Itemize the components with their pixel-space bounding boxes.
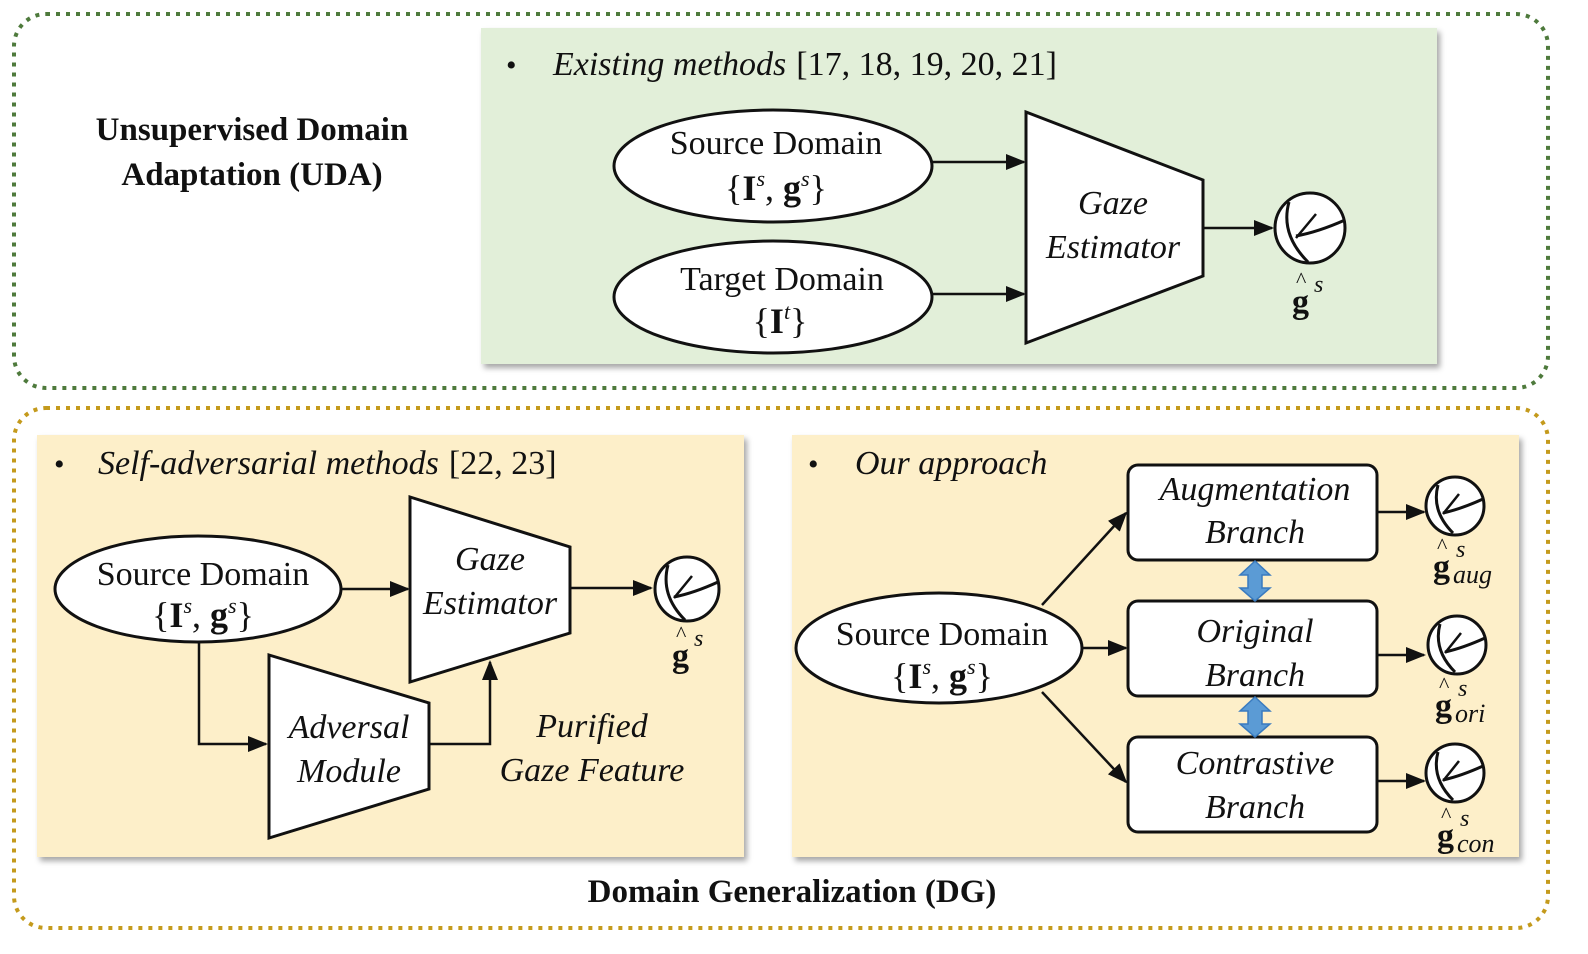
ours-aug-gaze-globe-icon: [1424, 475, 1486, 537]
ours-output-ori-label: g ^ s ori: [1435, 672, 1485, 728]
dg-title: Domain Generalization (DG): [588, 874, 997, 910]
self-adv-source-set: {Is, gs}: [152, 593, 254, 635]
self-adv-arrow-source-to-adversal: [197, 642, 268, 752]
svg-text:con: con: [1457, 829, 1495, 858]
svg-text:s: s: [1456, 537, 1465, 563]
self-adv-estimator-line2: Estimator: [422, 585, 558, 622]
svg-text:g: g: [1437, 818, 1454, 855]
uda-source-set: {Is, gs}: [725, 166, 827, 208]
ours-branch-augmentation: Augmentation Branch: [1126, 463, 1379, 562]
branch-augmentation-line2: Branch: [1205, 514, 1305, 551]
branch-contrastive-line2: Branch: [1205, 789, 1305, 826]
ours-output-con-label: g ^ s con: [1437, 802, 1495, 858]
ours-ori-gaze-globe-icon: [1426, 614, 1488, 676]
self-adv-gaze-estimator-node: [408, 494, 572, 685]
dg-frame: [12, 406, 1550, 930]
ours-arrow-to-contrastive: [1041, 691, 1128, 784]
ours-heading: Our approach: [855, 445, 1047, 482]
self-adv-adversal-line1: Adversal: [287, 709, 410, 746]
uda-output-label: g ^ s: [1292, 267, 1323, 321]
svg-text:^: ^: [676, 621, 687, 646]
svg-text:^: ^: [1439, 672, 1450, 697]
ours-source-label: Source Domain: [836, 616, 1048, 653]
uda-target-domain-label: Target Domain: [680, 261, 884, 298]
svg-text:g: g: [1433, 549, 1450, 586]
uda-heading-refs: [17, 18, 19, 20, 21]: [796, 46, 1057, 83]
ours-output-aug-label: g ^ s aug: [1433, 533, 1492, 589]
uda-target-domain-node: [612, 239, 934, 355]
svg-text:s: s: [694, 626, 703, 652]
self-adv-estimator-line1: Gaze: [455, 541, 525, 578]
uda-heading-italic: Existing methods: [552, 46, 786, 83]
ours-double-arrow-aug-ori: [1237, 559, 1273, 602]
uda-source-domain-node: [612, 108, 934, 224]
uda-gaze-estimator-node: [1024, 109, 1205, 346]
ours-con-gaze-globe-icon: [1424, 742, 1486, 804]
svg-text:ori: ori: [1455, 699, 1485, 728]
self-adv-heading-italic: Self-adversarial methods: [98, 445, 439, 482]
ours-bullet: •: [808, 448, 819, 481]
uda-title-line1: Unsupervised Domain: [96, 112, 409, 148]
uda-heading: Existing methods [17, 18, 19, 20, 21]: [552, 46, 1057, 83]
uda-gaze-globe-icon: [1273, 191, 1347, 265]
uda-source-domain-label: Source Domain: [670, 125, 882, 162]
self-adv-arrow-adversal-to-estimator: [429, 660, 498, 746]
svg-text:s: s: [1458, 676, 1467, 702]
self-adv-purified-line1: Purified: [535, 708, 648, 745]
svg-text:s: s: [1460, 806, 1469, 832]
svg-text:g: g: [1292, 284, 1309, 321]
branch-contrastive-line1: Contrastive: [1176, 745, 1335, 782]
ours-arrow-to-augmentation: [1041, 511, 1128, 606]
uda-bullet: •: [506, 49, 517, 82]
self-adv-source-label: Source Domain: [97, 556, 309, 593]
svg-text:g: g: [672, 638, 689, 675]
svg-text:^: ^: [1296, 267, 1307, 292]
ours-source-set: {Is, gs}: [891, 654, 993, 696]
svg-text:^: ^: [1441, 802, 1452, 827]
self-adv-adversal-module-node: [267, 652, 431, 841]
self-adv-heading-refs: [22, 23]: [449, 445, 557, 482]
branch-augmentation-line1: Augmentation: [1158, 471, 1351, 508]
ours-double-arrow-ori-con: [1237, 695, 1273, 738]
uda-title-line2: Adaptation (UDA): [121, 157, 382, 193]
self-adv-output-label: g ^ s: [672, 621, 703, 675]
self-adv-purified-line2: Gaze Feature: [500, 752, 685, 789]
ours-branch-original: Original Branch: [1126, 599, 1379, 698]
svg-text:^: ^: [1437, 533, 1448, 558]
self-adv-heading: Self-adversarial methods [22, 23]: [98, 445, 557, 482]
svg-text:s: s: [1314, 272, 1323, 298]
self-adv-bullet: •: [54, 448, 65, 481]
self-adv-gaze-globe-icon: [653, 555, 721, 623]
branch-original-line1: Original: [1196, 613, 1313, 650]
branch-original-line2: Branch: [1205, 657, 1305, 694]
uda-estimator-line2: Estimator: [1045, 229, 1181, 266]
svg-text:aug: aug: [1453, 560, 1492, 589]
self-adv-adversal-line2: Module: [296, 753, 401, 790]
uda-target-set: {It}: [753, 299, 808, 341]
uda-estimator-line1: Gaze: [1078, 185, 1148, 222]
ours-branch-contrastive: Contrastive Branch: [1126, 735, 1379, 834]
svg-text:g: g: [1435, 688, 1452, 725]
